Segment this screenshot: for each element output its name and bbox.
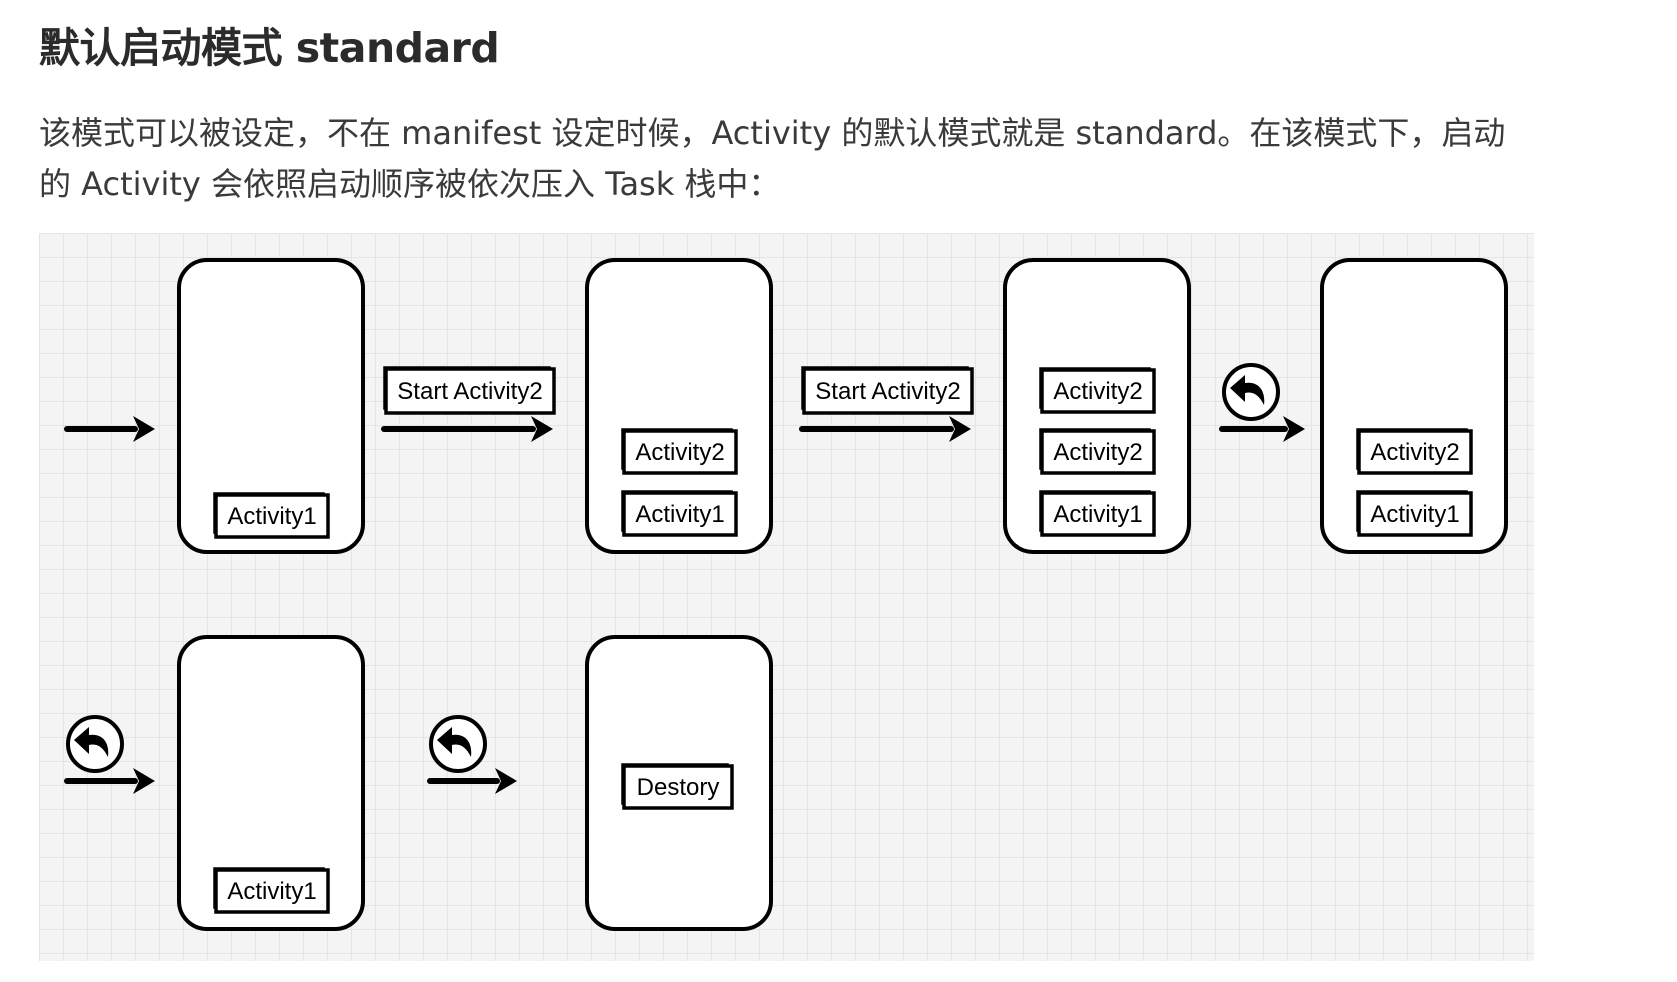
item-label: Activity2 — [1053, 378, 1142, 405]
stack-3-item-activity1: Activity1 — [1039, 490, 1156, 537]
item-label: Activity2 — [1370, 439, 1459, 466]
item-label: Activity2 — [1053, 439, 1142, 466]
action-label: Start Activity2 — [815, 378, 960, 405]
item-label: Activity1 — [1370, 501, 1459, 528]
task-stack-4: Activity2 Activity1 — [1320, 258, 1508, 554]
arrow-right-icon — [799, 416, 971, 442]
stack-3-item-activity2: Activity2 — [1039, 428, 1156, 475]
back-icon — [429, 715, 487, 773]
task-stack-5: Activity1 — [177, 635, 365, 931]
back-icon — [1222, 363, 1280, 421]
item-label: Activity1 — [1053, 501, 1142, 528]
standard-mode-diagram: Activity1 Start Activity2 Activity2 A — [39, 233, 1534, 961]
stack-1-item-activity1: Activity1 — [213, 492, 330, 539]
stack-2-item-activity1: Activity1 — [621, 490, 738, 537]
description-line-1: 该模式可以被设定，不在 manifest 设定时候，Activity 的默认模式… — [39, 114, 1506, 152]
description-line-2: 的 Activity 会依照启动顺序被依次压入 Task 栈中： — [39, 165, 781, 203]
arrow-right-icon — [1219, 416, 1305, 442]
item-label: Activity1 — [635, 501, 724, 528]
arrow-right-icon — [64, 768, 155, 794]
stack-3-item-activity2-top: Activity2 — [1039, 367, 1156, 414]
stack-5-item-activity1: Activity1 — [213, 867, 330, 914]
item-label: Activity1 — [227, 878, 316, 905]
description-paragraph: 该模式可以被设定，不在 manifest 设定时候，Activity 的默认模式… — [39, 108, 1539, 210]
task-stack-3: Activity2 Activity2 Activity1 — [1003, 258, 1191, 554]
stack-4-item-activity1: Activity1 — [1356, 490, 1473, 537]
back-icon — [66, 715, 124, 773]
item-label: Activity1 — [227, 503, 316, 530]
task-stack-1: Activity1 — [177, 258, 365, 554]
stack-4-item-activity2: Activity2 — [1356, 428, 1473, 475]
stack-6-item-destory: Destory — [621, 763, 734, 810]
start-activity2-label-2: Start Activity2 — [801, 366, 974, 415]
item-label: Activity2 — [635, 439, 724, 466]
diagram-canvas: Activity1 Start Activity2 Activity2 A — [64, 258, 1508, 931]
stack-2-item-activity2: Activity2 — [621, 428, 738, 475]
arrow-right-icon — [381, 416, 553, 442]
arrow-right-icon — [427, 768, 517, 794]
task-stack-6: Destory — [585, 635, 773, 931]
item-label: Destory — [637, 774, 720, 801]
entry-arrow-icon — [64, 416, 155, 442]
start-activity2-label-1: Start Activity2 — [383, 366, 556, 415]
action-label: Start Activity2 — [397, 378, 542, 405]
task-stack-2: Activity2 Activity1 — [585, 258, 773, 554]
page-heading: 默认启动模式 standard — [39, 24, 500, 72]
